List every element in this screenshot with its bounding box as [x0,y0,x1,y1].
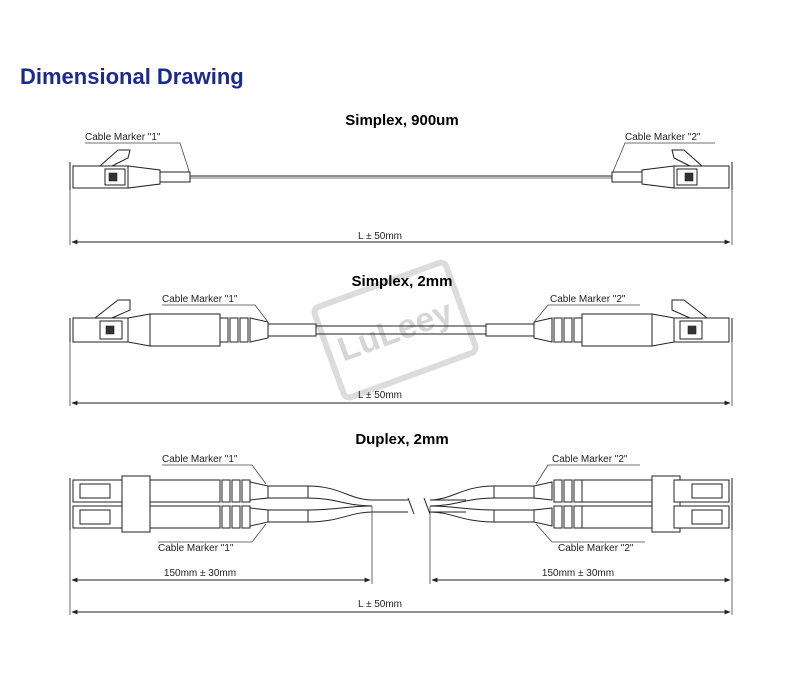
lc-connector-right [485,299,733,347]
cable-marker-1-bottom-leader [158,523,267,543]
length-label: L ± 50mm [358,231,402,242]
length-label: L ± 50mm [358,599,402,610]
section-duplex-2mm: Duplex, 2mm [69,431,733,615]
cable-marker-2-label: Cable Marker "2" [550,294,626,305]
lc-connector-right [611,149,733,190]
watermark-text: LuLeey [333,293,458,369]
section-title-duplex-2mm: Duplex, 2mm [355,431,448,448]
duplex-cable-right [423,485,495,523]
section-simplex-2mm: Simplex, 2mm [69,273,733,406]
lc-connector-left [69,299,317,347]
breakout-right-label: 150mm ± 30mm [542,568,614,579]
cable-marker-1-leader [162,304,269,323]
lc-connector-left [69,149,191,190]
cable-marker-2-leader [533,304,640,323]
cable-marker-2-bottom-label: Cable Marker "2" [558,543,634,554]
section-simplex-900um: Simplex, 900um Cable Marker "1" Cable [69,112,733,245]
cable-marker-1-top-label: Cable Marker "1" [162,454,238,465]
cable-marker-1-bottom-label: Cable Marker "1" [158,543,234,554]
cable-marker-2-label: Cable Marker "2" [625,132,701,143]
duplex-cable-left [307,485,415,523]
cable-marker-2-bottom-leader [535,523,645,543]
section-title-simplex-2mm: Simplex, 2mm [352,273,453,290]
cable-marker-1-label: Cable Marker "1" [85,132,161,143]
lc-duplex-connector-left [69,475,309,533]
breakout-left-label: 150mm ± 30mm [164,568,236,579]
length-label: L ± 50mm [358,390,402,401]
cable-marker-1-leader [85,142,191,175]
page-title: Dimensional Drawing [20,64,244,89]
cable-marker-2-top-label: Cable Marker "2" [552,454,628,465]
cable-marker-1-label: Cable Marker "1" [162,294,238,305]
cable-marker-2-top-leader [535,464,640,485]
section-title-simplex-900um: Simplex, 900um [345,112,458,129]
cable-marker-2-leader [611,142,715,175]
cable-marker-1-top-leader [162,464,267,485]
lc-duplex-connector-right [493,475,733,533]
